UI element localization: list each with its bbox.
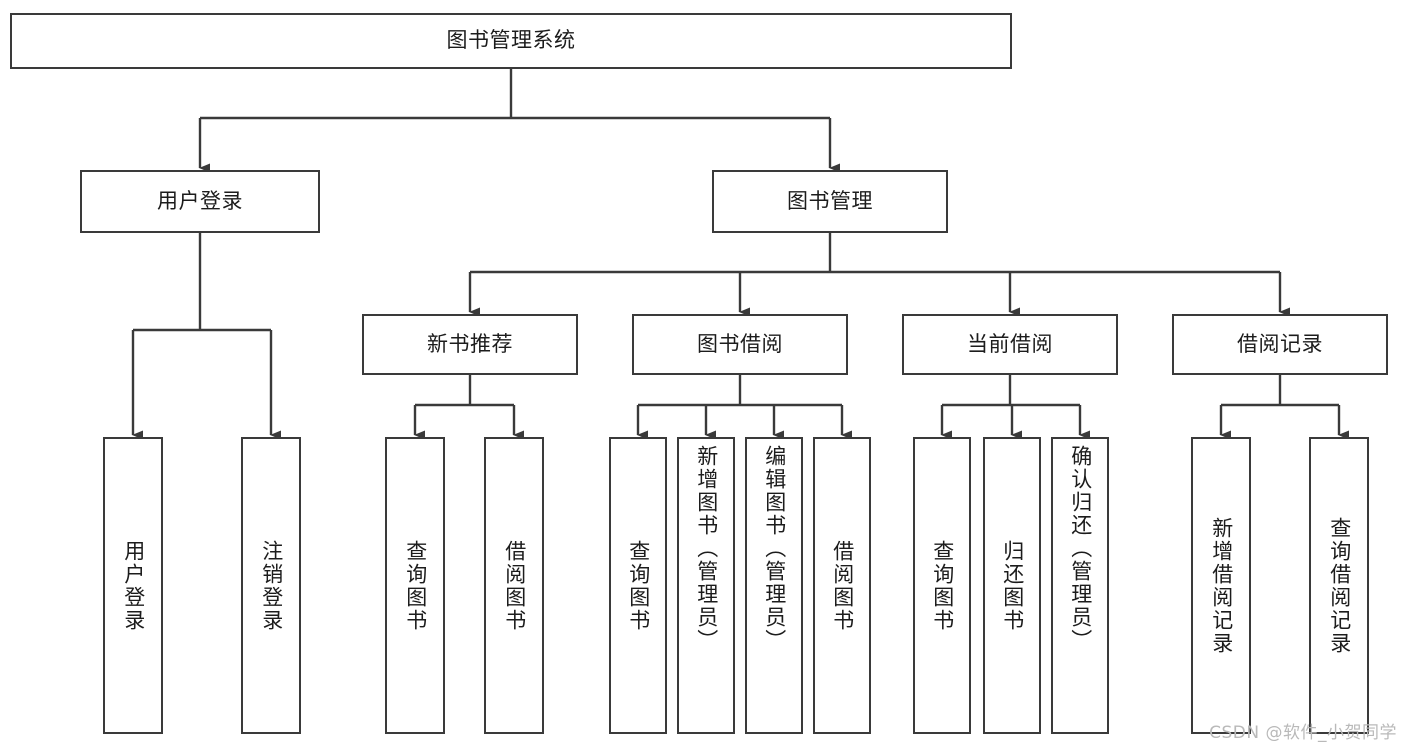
edge-paths (131, 69, 1349, 440)
node-label: 新书推荐 (427, 331, 513, 356)
node-label: 图书管理系统 (446, 28, 576, 53)
node-label: 归还图书 (1000, 539, 1025, 632)
node-label: 新增借阅记录 (1209, 516, 1234, 655)
node-login[interactable]: 用户登录 (80, 170, 320, 233)
node-leaf-cur-2[interactable]: 归还图书 (983, 437, 1041, 734)
node-leaf-bor-1[interactable]: 查询图书 (609, 437, 667, 734)
node-leaf-new-1[interactable]: 查询图书 (385, 437, 445, 734)
node-borrow[interactable]: 图书借阅 (632, 314, 848, 375)
node-label: 用户登录 (121, 539, 146, 632)
node-leaf-bor-4[interactable]: 借阅图书 (813, 437, 871, 734)
node-label: 借阅图书 (502, 539, 527, 632)
node-label: 编辑图书（管理员） (762, 445, 787, 652)
node-label: 新增图书（管理员） (694, 445, 719, 652)
node-leaf-cur-3[interactable]: 确认归还（管理员） (1051, 437, 1109, 734)
node-leaf-bor-3[interactable]: 编辑图书（管理员） (745, 437, 803, 734)
node-leaf-login-1[interactable]: 用户登录 (103, 437, 163, 734)
node-leaf-new-2[interactable]: 借阅图书 (484, 437, 544, 734)
node-leaf-rec-2[interactable]: 查询借阅记录 (1309, 437, 1369, 734)
node-newbook[interactable]: 新书推荐 (362, 314, 578, 375)
node-label: 图书借阅 (697, 331, 783, 356)
node-label: 图书管理 (787, 188, 873, 213)
node-label: 查询图书 (403, 539, 428, 632)
node-leaf-rec-1[interactable]: 新增借阅记录 (1191, 437, 1251, 734)
node-label: 确认归还（管理员） (1068, 445, 1093, 652)
node-leaf-cur-1[interactable]: 查询图书 (913, 437, 971, 734)
node-label: 借阅图书 (830, 539, 855, 632)
node-label: 用户登录 (157, 188, 243, 213)
node-label: 借阅记录 (1237, 331, 1323, 356)
node-bookmgmt[interactable]: 图书管理 (712, 170, 948, 233)
node-label: 当前借阅 (967, 331, 1053, 356)
node-label: 查询图书 (930, 539, 955, 632)
node-label: 查询图书 (626, 539, 651, 632)
node-root[interactable]: 图书管理系统 (10, 13, 1012, 69)
node-leaf-bor-2[interactable]: 新增图书（管理员） (677, 437, 735, 734)
node-label: 查询借阅记录 (1327, 516, 1352, 655)
node-current[interactable]: 当前借阅 (902, 314, 1118, 375)
node-records[interactable]: 借阅记录 (1172, 314, 1388, 375)
node-label: 注销登录 (259, 539, 284, 632)
node-leaf-login-2[interactable]: 注销登录 (241, 437, 301, 734)
